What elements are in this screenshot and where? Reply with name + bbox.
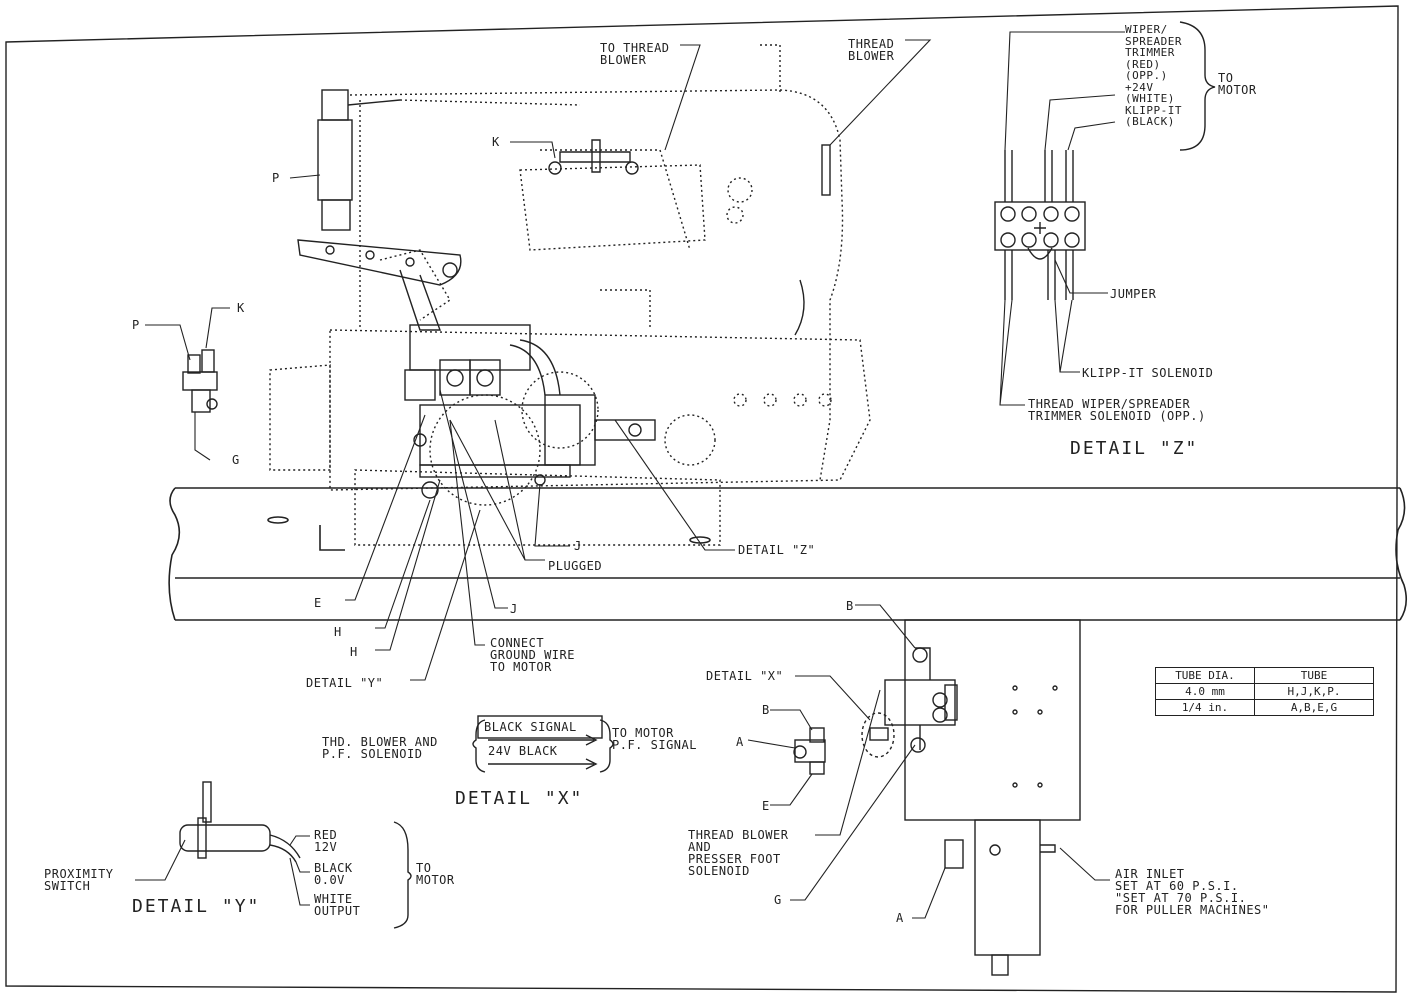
table-cell: 1/4 in. — [1155, 699, 1255, 716]
label-thread-blower-pf: THREAD BLOWER AND PRESSER FOOT SOLENOID — [688, 828, 789, 878]
valve-plate — [861, 619, 1081, 821]
table-header-cell: TUBE — [1254, 667, 1374, 684]
sewing-machine-outline — [269, 44, 871, 546]
table-top — [168, 487, 1408, 621]
detail-x-fitting — [793, 727, 826, 775]
label-p-main: P — [272, 171, 280, 185]
label-white-output: WHITE OUTPUT — [314, 892, 361, 918]
k-fitting-top — [548, 139, 639, 175]
label-wiper-group: WIPER/ SPREADER TRIMMER (RED) (OPP.) +24… — [1125, 23, 1182, 128]
solenoid-p — [297, 89, 462, 331]
label-j-2: J — [510, 602, 518, 616]
label-detail-x-pointer: DETAIL "X" — [706, 669, 784, 683]
label-p-fitting: P — [132, 318, 140, 332]
table-row: 1/4 in. A,B,E,G — [1155, 699, 1374, 716]
label-k-top: K — [492, 135, 500, 149]
label-24v-black: 24V BLACK — [488, 744, 558, 758]
terminal-block — [994, 21, 1216, 300]
table-cell: A,B,E,G — [1254, 699, 1374, 716]
label-a-bottom: A — [896, 911, 904, 925]
leader-lines — [135, 31, 1125, 919]
air-filter — [944, 819, 1056, 976]
label-red-12v: RED 12V — [314, 828, 338, 854]
label-h-1: H — [334, 625, 342, 639]
table-header-cell: TUBE DIA. — [1155, 667, 1255, 684]
label-detail-z-pointer: DETAIL "Z" — [738, 543, 816, 557]
proximity-switch — [179, 781, 412, 929]
detail-y-title: DETAIL "Y" — [132, 896, 261, 917]
label-klipp-it-solenoid: KLIPP-IT SOLENOID — [1082, 366, 1214, 380]
table-row: 4.0 mm H,J,K,P. — [1155, 683, 1374, 700]
pkg-fitting — [182, 349, 218, 413]
label-to-motor-y: TO MOTOR — [416, 861, 455, 887]
label-to-motor-z: TO MOTOR — [1218, 71, 1257, 97]
label-j-1: J — [574, 539, 582, 553]
label-e-x: E — [762, 799, 770, 813]
page-border — [5, 5, 1399, 993]
thread-blower-tube — [794, 144, 831, 336]
label-a-x: A — [736, 735, 744, 749]
label-e-main: E — [314, 596, 322, 610]
label-thread-wiper-solenoid: THREAD WIPER/SPREADER TRIMMER SOLENOID (… — [1028, 397, 1206, 423]
label-thd-blower: THD. BLOWER AND P.F. SOLENOID — [322, 735, 438, 761]
label-g-bottom: G — [774, 893, 782, 907]
label-to-thread-blower: TO THREAD BLOWER — [600, 41, 670, 67]
valve-manifold — [404, 324, 656, 499]
label-proximity-switch: PROXIMITY SWITCH — [44, 867, 114, 893]
tube-table: TUBE DIA. TUBE 4.0 mm H,J,K,P. 1/4 in. A… — [1155, 667, 1374, 716]
label-plugged: PLUGGED — [548, 559, 603, 573]
label-connect-ground: CONNECT GROUND WIRE TO MOTOR — [490, 636, 575, 674]
detail-z-title: DETAIL "Z" — [1070, 438, 1199, 459]
label-thread-blower: THREAD BLOWER — [848, 37, 895, 63]
signal-braces — [472, 715, 614, 773]
label-g-fitting: G — [232, 453, 240, 467]
label-jumper: JUMPER — [1110, 287, 1157, 301]
label-detail-y-pointer: DETAIL "Y" — [306, 676, 384, 690]
table-header-row: TUBE DIA. TUBE — [1155, 667, 1374, 684]
label-b-top: B — [846, 599, 854, 613]
table-cell: 4.0 mm — [1155, 683, 1255, 700]
table-cell: H,J,K,P. — [1254, 683, 1374, 700]
detail-x-title: DETAIL "X" — [455, 788, 584, 809]
label-to-motor-pf: TO MOTOR P.F. SIGNAL — [612, 726, 697, 752]
label-b-x: B — [762, 703, 770, 717]
label-air-inlet: AIR INLET SET AT 60 P.S.I. "SET AT 70 P.… — [1115, 867, 1270, 917]
label-black-0v: BLACK 0.0V — [314, 861, 353, 887]
label-h-2: H — [350, 645, 358, 659]
label-k-fitting: K — [237, 301, 245, 315]
label-black-signal: BLACK SIGNAL — [484, 720, 577, 734]
